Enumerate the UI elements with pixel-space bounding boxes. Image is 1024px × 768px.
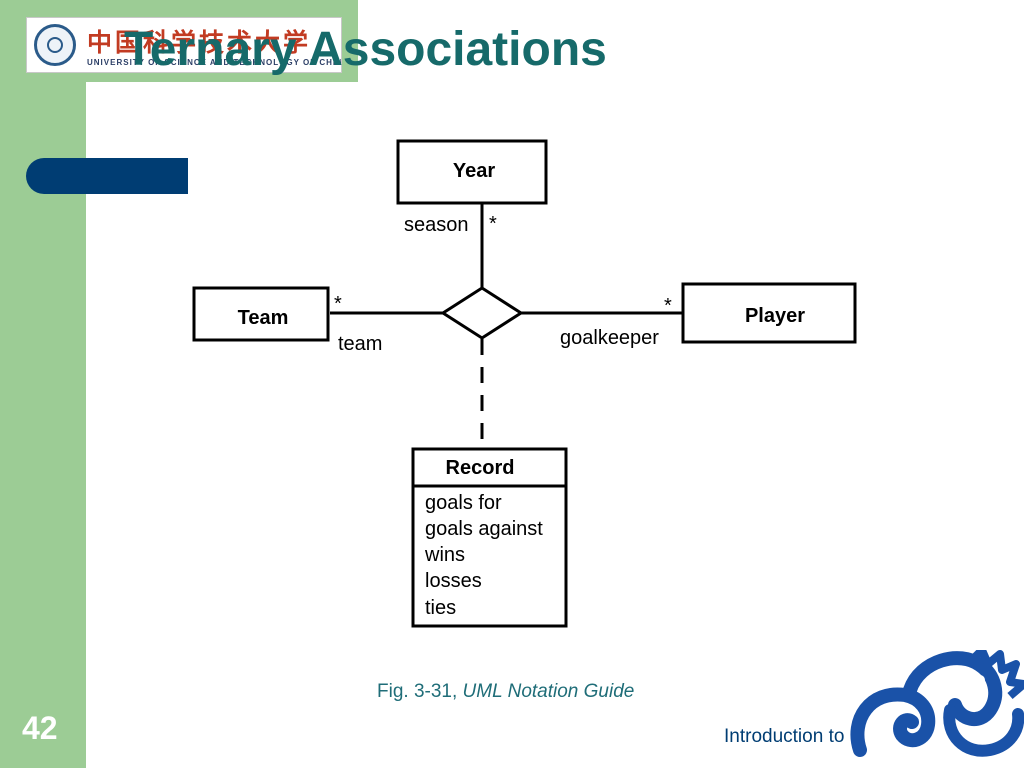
class-team: Team	[192, 286, 330, 342]
multiplicity-team: *	[334, 293, 342, 315]
class-record: Record goals for goals against wins loss…	[411, 447, 568, 628]
record-attribute: wins	[424, 544, 465, 566]
footer-text: Introduction to U	[724, 726, 864, 747]
logo-english-name: UNIVERSITY OF SCIENCE AND TECHNOLOGY OF …	[87, 58, 342, 67]
role-goalkeeper-label: goalkeeper	[560, 327, 659, 349]
dragon-logo-icon	[850, 650, 1024, 757]
role-season-label: season	[404, 214, 469, 236]
multiplicity-year: *	[489, 213, 497, 235]
class-player-box	[681, 282, 857, 344]
class-player: Player	[681, 282, 857, 344]
figure-caption: Fig. 3-31, UML Notation Guide	[377, 681, 634, 703]
record-attribute: goals against	[425, 518, 543, 540]
record-attribute: ties	[425, 597, 456, 619]
university-logo: 中国科学技术大学 UNIVERSITY OF SCIENCE AND TECHN…	[26, 17, 342, 73]
multiplicity-player: *	[664, 295, 672, 317]
logo-chinese-name: 中国科学技术大学	[87, 28, 312, 57]
record-attribute: goals for	[425, 492, 502, 514]
caption-prefix: Fig. 3-31,	[377, 681, 463, 702]
class-player-name: Player	[745, 305, 805, 327]
record-attribute: losses	[425, 570, 482, 592]
slide-title: Ternary Associations	[124, 23, 607, 76]
sidebar-green-band	[0, 0, 86, 768]
class-year-box	[396, 139, 548, 205]
association-lines	[330, 204, 682, 449]
decorative-navy-bar	[26, 158, 188, 194]
ternary-association-diamond	[440, 286, 524, 340]
class-record-box	[411, 447, 568, 628]
class-team-box	[192, 286, 330, 342]
class-team-name: Team	[238, 307, 289, 329]
class-record-name: Record	[446, 457, 515, 479]
university-seal-icon	[34, 24, 76, 66]
class-year-name: Year	[453, 160, 495, 182]
caption-source: UML Notation Guide	[462, 681, 635, 702]
page-number: 42	[22, 710, 58, 746]
class-year: Year	[396, 139, 548, 205]
role-team-label: team	[338, 333, 382, 355]
